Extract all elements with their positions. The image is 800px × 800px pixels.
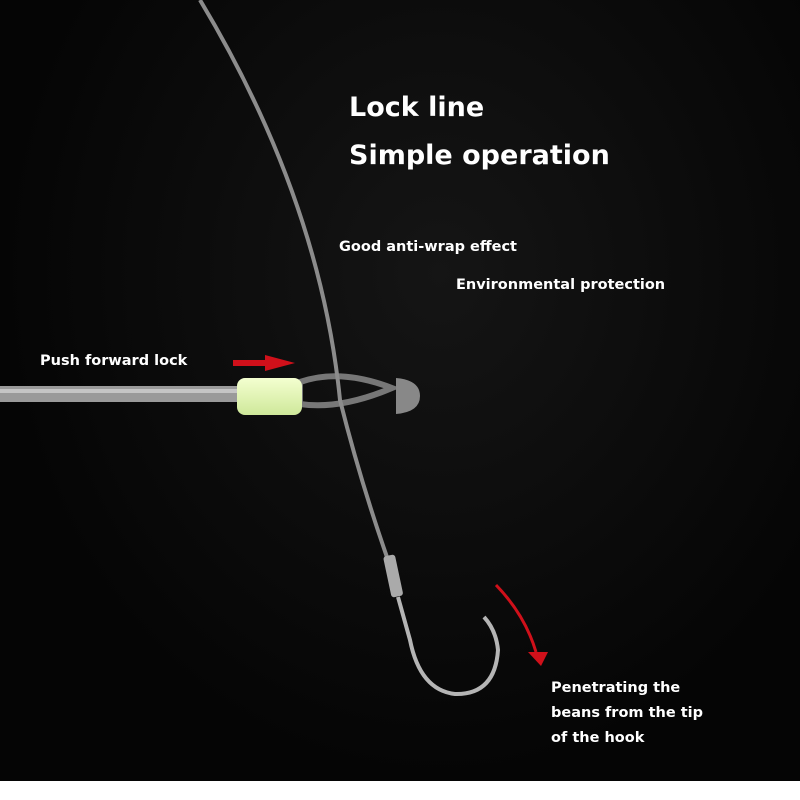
glow-bead [237,378,302,415]
product-illustration: Lock line Simple operation Good anti-wra… [0,0,800,781]
red-arrow-right-icon [233,355,295,371]
headline-simple-operation: Simple operation [349,140,610,171]
feature-environmental: Environmental protection [456,277,666,293]
red-arrowhead [528,652,548,666]
callout-push-forward-lock: Push forward lock [40,353,188,369]
callout-penetrate-line3: of the hook [551,730,645,746]
callout-penetrate-line1: Penetrating the [551,680,681,696]
hook-knot [383,554,403,598]
fishing-line [198,0,390,561]
feature-anti-wrap: Good anti-wrap effect [339,239,517,255]
fish-hook [396,596,501,697]
red-arrow-down-icon [494,583,538,653]
illustration-graphics [0,0,548,697]
headline-lock-line: Lock line [349,92,485,123]
lock-cap [396,378,420,414]
rod-stick [0,386,245,402]
callout-penetrate-line2: beans from the tip [551,705,703,721]
silicone-lock [297,373,401,409]
